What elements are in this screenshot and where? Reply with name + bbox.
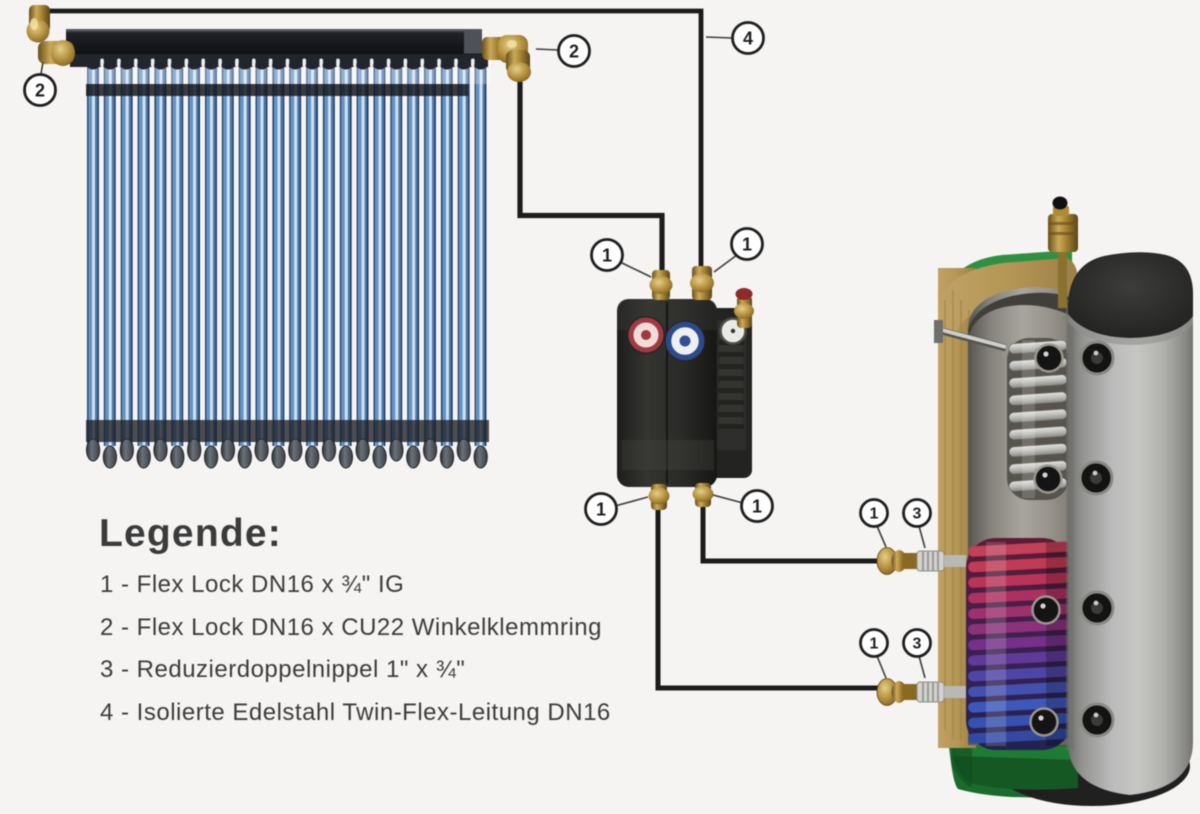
svg-text:3: 3: [913, 506, 922, 523]
svg-text:4: 4: [743, 28, 753, 48]
svg-text:1: 1: [596, 499, 606, 519]
svg-text:2 - Flex Lock DN16 x CU22 Wink: 2 - Flex Lock DN16 x CU22 Winkelklemmrin…: [100, 614, 602, 641]
svg-text:1: 1: [752, 496, 762, 516]
svg-text:1: 1: [602, 245, 612, 265]
svg-text:Legende:: Legende:: [99, 512, 282, 555]
svg-text:2: 2: [569, 41, 579, 61]
svg-text:1: 1: [742, 234, 752, 254]
svg-text:3 - Reduzierdoppelnippel 1" x: 3 - Reduzierdoppelnippel 1" x ¾": [100, 656, 465, 683]
svg-text:1: 1: [870, 506, 879, 523]
svg-text:1: 1: [870, 636, 879, 653]
svg-text:1 - Flex Lock DN16 x ¾" IG: 1 - Flex Lock DN16 x ¾" IG: [100, 571, 404, 598]
svg-text:2: 2: [35, 80, 45, 100]
svg-text:3: 3: [913, 636, 922, 653]
svg-text:4 - Isolierte Edelstahl Twin-F: 4 - Isolierte Edelstahl Twin-Flex-Leitun…: [100, 699, 611, 726]
